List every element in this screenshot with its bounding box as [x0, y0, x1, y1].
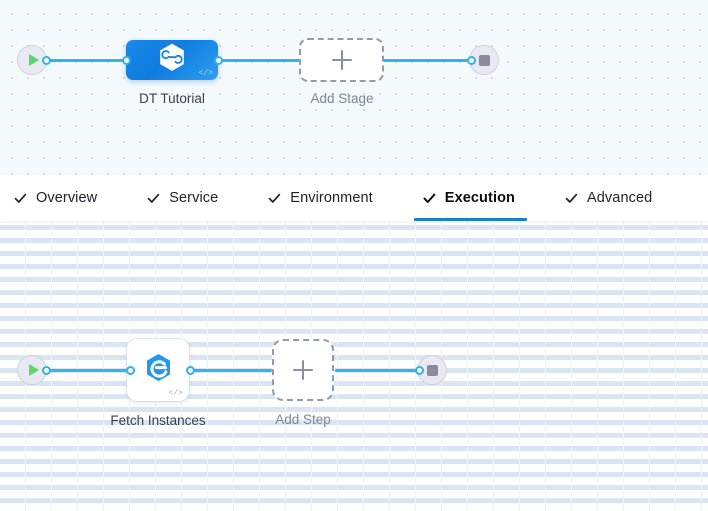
stage-node-card[interactable]: </>	[126, 40, 218, 80]
play-icon	[28, 364, 39, 376]
tab-overview[interactable]: Overview	[14, 175, 97, 221]
edge-add-step-to-end	[335, 369, 419, 372]
tab-service[interactable]: Service	[147, 175, 218, 221]
check-icon	[565, 192, 578, 205]
tab-list: Overview Service Environment Execution	[0, 175, 708, 221]
edge-stage-to-add-stage	[218, 59, 302, 62]
add-step-label: Add Step	[275, 412, 331, 427]
edge-step-to-add-step	[190, 369, 272, 372]
harness-hexagon-icon	[159, 43, 185, 77]
add-step-card[interactable]	[272, 339, 334, 401]
step-code-badge-icon[interactable]: </>	[168, 389, 183, 398]
execution-steps-canvas[interactable]: </> Fetch Instances Add Step	[0, 221, 708, 511]
tab-label: Overview	[36, 190, 98, 206]
step-node-card[interactable]: </>	[127, 339, 189, 401]
execution-start-output-port[interactable]	[42, 366, 51, 375]
step-node-fetch-instances[interactable]: </>	[127, 339, 189, 401]
tab-execution[interactable]: Execution	[413, 175, 528, 221]
tab-label: Service	[169, 190, 219, 206]
add-stage-card[interactable]	[299, 38, 384, 82]
stop-icon	[426, 364, 438, 376]
edge-start-to-step	[46, 369, 129, 372]
elastigroup-hexagon-icon	[145, 353, 172, 388]
step-node-output-port[interactable]	[186, 366, 195, 375]
edge-start-to-stage	[46, 59, 131, 62]
stop-icon	[478, 54, 490, 66]
stage-node-dt-tutorial[interactable]: </>	[126, 40, 218, 80]
step-node-label: Fetch Instances	[110, 413, 206, 428]
check-icon	[423, 192, 436, 205]
start-node-output-port[interactable]	[42, 56, 51, 65]
check-icon	[268, 192, 281, 205]
tab-label: Advanced	[587, 190, 653, 206]
stage-config-tabs: Overview Service Environment Execution	[0, 175, 708, 221]
add-stage-label: Add Stage	[310, 91, 374, 106]
tab-environment[interactable]: Environment	[268, 175, 373, 221]
tab-label: Execution	[444, 190, 515, 206]
plus-icon	[331, 50, 352, 70]
edge-add-stage-to-end	[383, 59, 471, 62]
tab-label: Environment	[290, 190, 373, 206]
add-step-node[interactable]	[272, 339, 334, 401]
execution-end-input-port[interactable]	[415, 366, 424, 375]
add-stage-node[interactable]	[299, 38, 384, 82]
play-icon	[28, 54, 39, 66]
step-node-input-port[interactable]	[126, 366, 135, 375]
check-icon	[14, 192, 27, 205]
plus-icon	[293, 360, 313, 380]
stage-code-badge-icon[interactable]: </>	[198, 69, 213, 78]
check-icon	[147, 192, 160, 205]
end-node-input-port[interactable]	[467, 56, 476, 65]
stage-node-input-port[interactable]	[122, 56, 131, 65]
tab-advanced[interactable]: Advanced	[565, 175, 652, 221]
stage-node-output-port[interactable]	[214, 56, 223, 65]
pipeline-stages-canvas[interactable]: </> DT Tutorial Add Stage	[0, 0, 708, 175]
stage-node-label: DT Tutorial	[139, 91, 205, 106]
